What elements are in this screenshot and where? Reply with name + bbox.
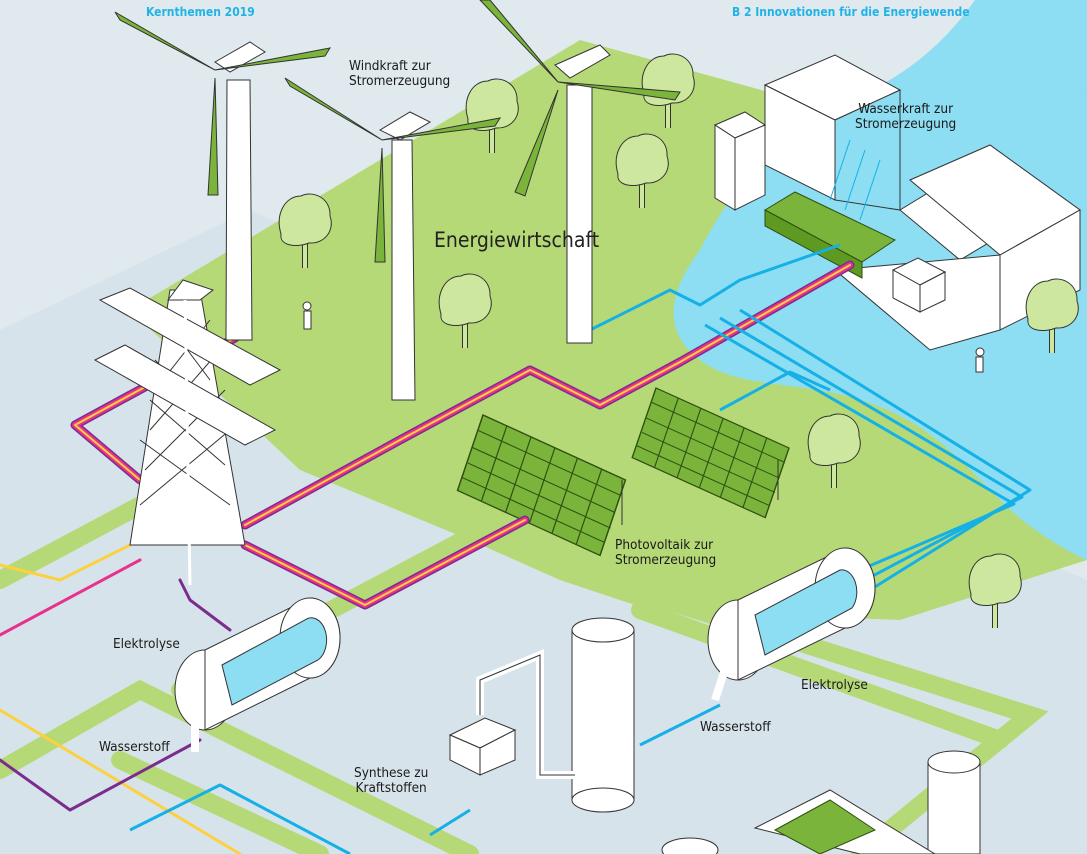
- label-electrolysis-right: Elektrolyse: [801, 677, 868, 693]
- label-hydro: Wasserkraft zur Stromerzeugung: [855, 101, 957, 132]
- label-energy-sector: Energiewirtschaft: [434, 228, 600, 252]
- header-right: B 2 Innovationen für die Energiewende: [732, 5, 970, 19]
- label-hydrogen-left: Wasserstoff: [99, 739, 170, 755]
- label-wind: Windkraft zur Stromerzeugung: [349, 58, 451, 89]
- label-hydrogen-right: Wasserstoff: [700, 719, 771, 735]
- label-photovoltaics: Photovoltaik zur Stromerzeugung: [615, 537, 717, 568]
- label-synthesis: Synthese zu Kraftstoffen: [354, 765, 429, 796]
- header-left: Kernthemen 2019: [146, 5, 255, 19]
- label-electrolysis-left: Elektrolyse: [113, 636, 180, 652]
